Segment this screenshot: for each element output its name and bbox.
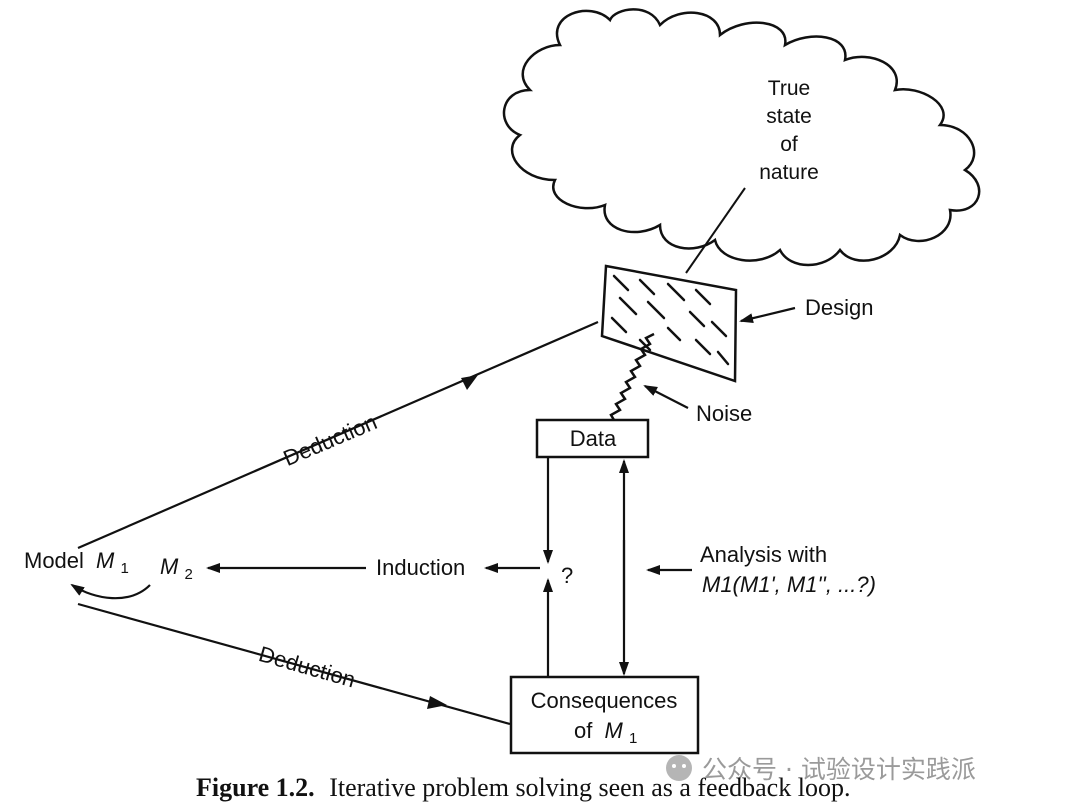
design-label: Design	[805, 295, 873, 320]
consequences-line-2-var: M	[604, 718, 623, 743]
caption-label: Figure 1.2.	[196, 773, 315, 802]
design-arrow	[739, 306, 796, 324]
consequences-line-2-prefix: of	[574, 718, 593, 743]
svg-text:M 2: M 2	[160, 554, 193, 583]
noise-arrow	[643, 385, 689, 409]
watermark: 公众号 · 试验设计实践派	[666, 755, 976, 784]
figure-caption: Figure 1.2. Iterative problem solving se…	[196, 773, 850, 802]
model-word: Model	[24, 548, 84, 573]
cloud-line-4: nature	[759, 161, 819, 184]
noise-label: Noise	[696, 401, 752, 426]
consequences-box-rect	[509, 675, 700, 755]
nature-cloud: True state of nature	[502, 8, 981, 267]
cloud-outline	[502, 8, 981, 267]
deduction-upper-label: Deduction	[280, 409, 381, 471]
watermark-logo-icon	[666, 755, 692, 781]
m2-index: 2	[184, 566, 192, 583]
svg-text:Model M 1: Model M 1	[24, 548, 129, 577]
cloud-line-3: of	[780, 133, 798, 156]
watermark-text: 公众号 · 试验设计实践派	[702, 755, 976, 784]
model-symbol-index: 1	[121, 560, 129, 577]
deduction-upper-line	[77, 320, 599, 550]
induction-label: Induction	[376, 555, 465, 580]
data-box: Data	[535, 418, 650, 459]
m2-symbol: M	[160, 554, 179, 579]
deduction-upper-arrowhead	[461, 375, 478, 390]
consequences-line-2: of M 1	[574, 718, 637, 747]
design-panel	[600, 264, 738, 383]
cloud-line-1: True	[768, 77, 810, 100]
consequences-line-1: Consequences	[531, 688, 678, 713]
m2-label: M 2	[160, 554, 193, 583]
m2-to-model-curve	[70, 583, 151, 600]
consequences-box: Consequences of M 1	[509, 675, 700, 755]
question-mark: ?	[561, 563, 573, 588]
deduction-lower-label: Deduction	[256, 641, 358, 692]
consequences-line-2-index: 1	[629, 730, 637, 747]
data-label: Data	[570, 426, 617, 451]
analysis-line-1: Analysis with	[700, 542, 827, 567]
cloud-to-design-line	[685, 187, 746, 274]
deduction-lower-arrowhead	[427, 696, 447, 709]
analysis-line-2: M1(M1', M1'', ...?)	[702, 572, 876, 597]
caption-text: Iterative problem solving seen as a feed…	[329, 773, 850, 802]
design-panel-hatching	[610, 274, 730, 366]
model-label: Model M 1	[24, 548, 129, 577]
model-symbol: M	[96, 548, 115, 573]
cloud-line-2: state	[766, 105, 812, 128]
noise-zigzag	[602, 332, 655, 428]
data-box-rect	[535, 418, 650, 459]
